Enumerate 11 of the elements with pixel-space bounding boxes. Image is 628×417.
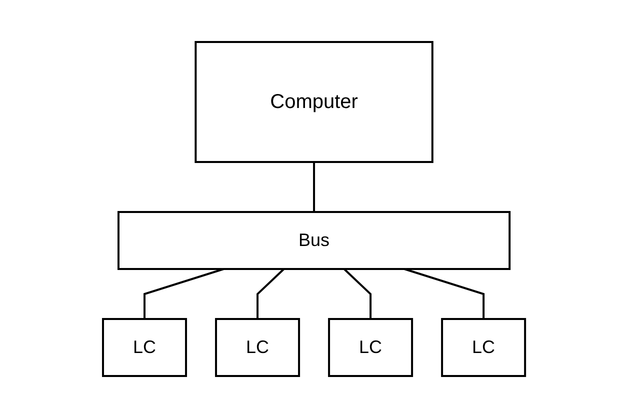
connector [313, 162, 315, 212]
connector [343, 268, 372, 318]
node-box: Computer [194, 40, 434, 162]
node-box: LC [214, 318, 300, 376]
connector [404, 268, 485, 318]
connector [143, 268, 224, 318]
node-box: LC [441, 318, 526, 376]
node-box: LC [102, 318, 187, 376]
connector [256, 268, 285, 318]
node-box: Bus [117, 210, 511, 270]
node-box: LC [328, 318, 414, 376]
